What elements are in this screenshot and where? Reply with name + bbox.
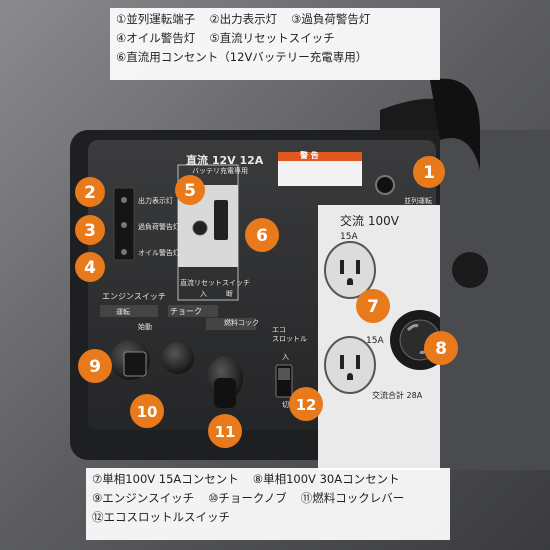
twist-slot [406, 324, 419, 332]
legend-item: ⑩チョークノブ [208, 491, 287, 505]
parallel-label: 並列運転 [404, 197, 432, 205]
engine-switch-key[interactable] [123, 351, 147, 377]
engine-switch-label: エンジンスイッチ [102, 292, 166, 301]
choke-label: チョーク [170, 307, 202, 316]
outlet-slot [356, 260, 360, 274]
ac-total-label: 交流合計 28A [372, 391, 423, 400]
legend-bottom: ⑦単相100V 15Aコンセント ⑧単相100V 30Aコンセント ⑨エンジンスイ… [86, 468, 450, 540]
oil-lamp [121, 249, 127, 255]
eco-on-label: 入 [282, 353, 289, 361]
ac-15a-bottom-label: 15A [366, 336, 384, 346]
dc-outlet[interactable] [214, 200, 228, 240]
fuel-cock-handle[interactable] [214, 378, 236, 408]
output-lamp [121, 197, 127, 203]
legend-item: ⑫エコスロットルスイッチ [92, 510, 230, 524]
legend-item: ①並列運転端子 [116, 12, 196, 26]
dc-reset-button[interactable] [192, 220, 208, 236]
legend-item: ②出力表示灯 [209, 12, 278, 26]
dc-outlet-plate [178, 185, 238, 267]
lamp-oil-label: オイル警告灯 [138, 249, 180, 257]
lamp-output-label: 出力表示灯 [138, 197, 173, 205]
ac-outlet-30a-face [399, 319, 441, 361]
housing-right [440, 130, 550, 470]
eco-throttle-rocker [278, 368, 290, 380]
choke-knob[interactable] [162, 342, 194, 374]
parallel-terminal[interactable] [375, 175, 395, 195]
legend-item: ⑨エンジンスイッチ [92, 491, 195, 505]
dc-on-label: 入 [200, 290, 207, 298]
outlet-slot [356, 355, 360, 369]
legend-item: ⑪燃料コックレバー [300, 491, 405, 505]
ac-outlet-15a-top[interactable] [324, 241, 376, 299]
side-fastener [452, 252, 488, 288]
ac-outlet-15a-bottom[interactable] [324, 336, 376, 394]
warning-label-header [278, 152, 362, 161]
outlet-ground [347, 278, 353, 285]
choke-tab [168, 305, 218, 317]
engine-switch-tab [100, 305, 158, 317]
ac-title: 交流 100V [340, 214, 399, 228]
dc-reset-label: 直流リセットスイッチ [180, 279, 250, 287]
outlet-slot [340, 355, 344, 369]
handle-grip [430, 78, 480, 170]
legend-item: ⑤直流リセットスイッチ [209, 31, 335, 45]
warning-title: 警 告 [300, 151, 319, 160]
outlet-slot [340, 260, 344, 274]
legend-item: ③過負荷警告灯 [291, 12, 371, 26]
lamp-overload-label: 過負荷警告灯 [138, 223, 180, 231]
overload-lamp [121, 222, 127, 228]
eco-throttle-label: エコ スロットル [272, 326, 307, 343]
dc-title: 直流 12V 12A [186, 154, 264, 167]
engine-start-label: 始動 [138, 323, 152, 331]
fuel-tab [206, 318, 256, 330]
dc-subtitle: バッテリ充電専用 [192, 167, 248, 175]
legend-item: ⑦単相100V 15Aコンセント [92, 472, 239, 486]
legend-item: ④オイル警告灯 [116, 31, 196, 45]
legend-item: ⑧単相100V 30Aコンセント [252, 472, 400, 486]
outlet-ground [347, 373, 353, 380]
eco-off-label: 切 [282, 401, 289, 409]
dc-off-label: 断 [226, 290, 233, 298]
engine-run-label: 運転 [116, 308, 130, 316]
fuel-cock-label: 燃料コック [224, 319, 259, 327]
ac-15a-top-label: 15A [340, 232, 358, 242]
legend-item: ⑥直流用コンセント（12Vバッテリー充電専用） [116, 50, 368, 64]
